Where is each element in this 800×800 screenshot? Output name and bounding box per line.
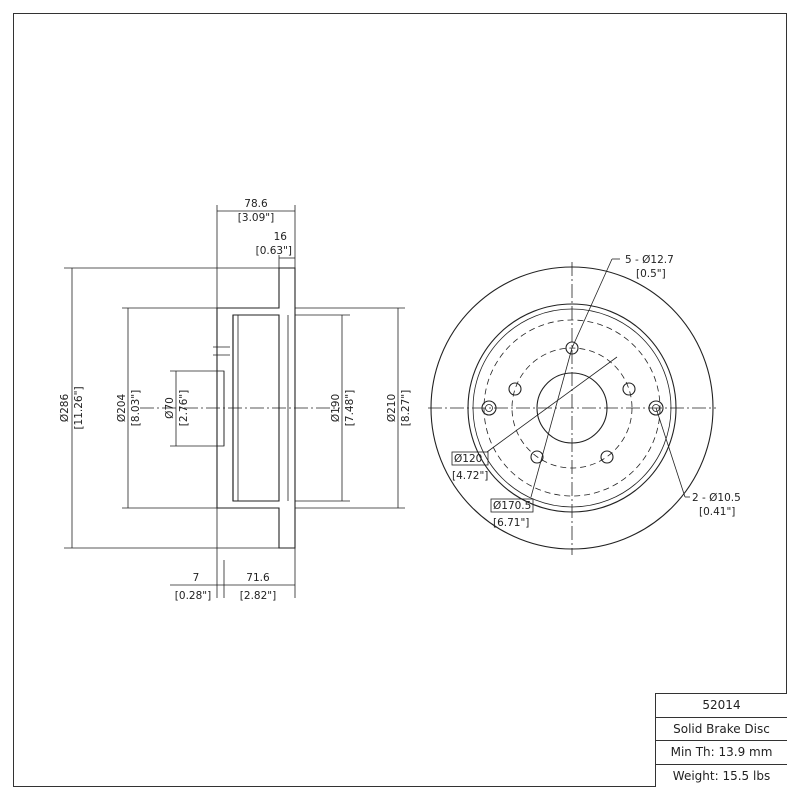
- dim-hat-thickness: 16: [274, 231, 288, 243]
- dim-face-diameter: Ø210: [386, 394, 398, 422]
- dim-pcd-in: [6.71"]: [493, 517, 529, 529]
- dim-locating-holes: 2 - Ø10.5: [692, 492, 741, 504]
- side-view: 78.6 [3.09"] 16 [0.63"] Ø286 [11.26"] Ø2…: [59, 198, 412, 602]
- dim-face-diameter-in: [8.27"]: [400, 390, 412, 426]
- center-bore-circle: [536, 372, 608, 444]
- dim-inner-diameter-in: [7.48"]: [344, 390, 356, 426]
- part-number: 52014: [656, 694, 787, 718]
- dim-pcd: Ø170.5: [493, 500, 531, 512]
- dim-hat-diameter: Ø204: [116, 394, 128, 423]
- rotor-outer-edge: [430, 266, 714, 550]
- dim-outer-diameter-in: [11.26"]: [73, 386, 85, 429]
- drawing-frame: [13, 13, 787, 787]
- dim-hat-height: 71.6: [246, 572, 270, 584]
- dim-hat-thickness-in: [0.63"]: [256, 245, 292, 257]
- dim-offset-in: [0.28"]: [175, 590, 211, 602]
- dim-locating-holes-in: [0.41"]: [699, 506, 735, 518]
- title-block: 52014 Solid Brake Disc Min Th: 13.9 mm W…: [655, 693, 787, 787]
- dim-overall-width: 78.6: [244, 198, 268, 210]
- min-thickness: Min Th: 13.9 mm: [656, 741, 787, 765]
- dim-inner-diameter: Ø190: [330, 394, 342, 422]
- dim-hat-diameter-in: [8.03"]: [130, 390, 142, 426]
- rotor-face-ring: [467, 303, 677, 513]
- front-view: 5 - Ø12.7 [0.5"] Ø120 [4.72"] Ø170.5 [6.…: [428, 254, 741, 555]
- lug-holes: [508, 341, 636, 464]
- part-description: Solid Brake Disc: [656, 718, 787, 741]
- dim-bolt-circle: Ø120: [454, 453, 482, 465]
- dim-bolt-circle-in: [4.72"]: [452, 470, 488, 482]
- pcd-circle: [483, 319, 661, 497]
- dim-hat-height-in: [2.82"]: [240, 590, 276, 602]
- weight: Weight: 15.5 lbs: [672, 768, 771, 783]
- dim-center-bore: Ø70: [164, 397, 176, 419]
- dim-overall-width-in: [3.09"]: [238, 212, 274, 224]
- dim-outer-diameter: Ø286: [59, 394, 71, 423]
- dim-lug-holes: 5 - Ø12.7: [625, 254, 674, 266]
- dim-center-bore-in: [2.76"]: [178, 390, 190, 426]
- dim-lug-holes-in: [0.5"]: [636, 268, 666, 280]
- dim-offset: 7: [193, 572, 200, 584]
- locating-holes: [481, 400, 664, 416]
